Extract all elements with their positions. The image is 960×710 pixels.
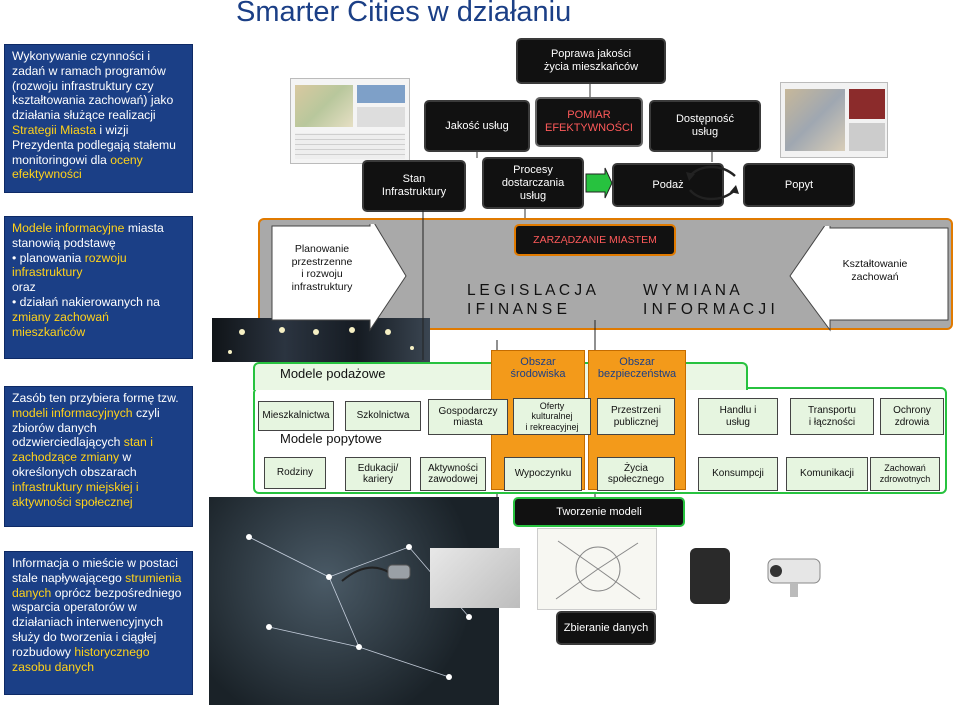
dashboard-screenshot-left: [290, 78, 410, 164]
model-wypoczynku: Wypoczynku: [504, 457, 582, 491]
highlight-text: stan i zachodzące zmiany: [12, 435, 153, 465]
model-edukacji: Edukacji/ kariery: [345, 457, 411, 491]
model-przestrzeni-publicznej: Przestrzeni publicznej: [597, 398, 675, 435]
highlight-text: Modele informacyjne: [12, 221, 125, 235]
highlight-text: historycznego zasobu danych: [12, 644, 150, 674]
highlight-text: zmiany zachowań mieszkańców: [12, 309, 109, 339]
light-bulb-icons: [228, 327, 414, 354]
info-box-zasob: Zasób ten przybiera formę tzw. modeli in…: [4, 386, 193, 527]
highlight-text: Strategii Miasta: [12, 122, 96, 137]
dashboard-screenshot-right: [780, 82, 888, 158]
jakosc-uslug-box: Jakość usług: [424, 100, 530, 152]
info-box-modele: Modele informacyjne miasta stanowią pods…: [4, 216, 193, 359]
legislacja-label: L E G I S L A C J A I F I N A N S E: [467, 282, 596, 318]
wymiana-informacji-label: W Y M I A N A I N F O R M A C J I: [643, 282, 775, 318]
planowanie-arrow: [271, 224, 407, 332]
model-rodziny: Rodziny: [264, 457, 326, 489]
ksztaltowanie-arrow: [789, 226, 949, 332]
devices-photo: [430, 548, 520, 608]
modele-podazowe-label: Modele podażowe: [280, 366, 386, 381]
tworzenie-modeli-box: Tworzenie modeli: [513, 497, 685, 527]
top-connectors: [476, 84, 739, 222]
zbieranie-danych-box: Zbieranie danych: [556, 611, 656, 645]
ksztaltowanie-label: Kształtowanie zachowań: [842, 258, 908, 283]
city-photo-strip: [212, 318, 430, 362]
model-komunikacji: Komunikacji: [786, 457, 868, 491]
model-mieszkalnictwa: Mieszkalnictwa: [258, 401, 334, 431]
popyt-box: Popyt: [743, 163, 855, 207]
cycle-arrows-icon: [689, 165, 736, 201]
poprawa-jakosci-box: Poprawa jakości życia mieszkańców: [516, 38, 666, 84]
body-text: oprócz bezpośredniego wsparcia operatoró…: [12, 585, 182, 659]
highlight-text: oceny efektywności: [12, 152, 143, 182]
network-diagram-image: [537, 528, 657, 610]
procesy-dostarczania-box: Procesy dostarczania usług: [482, 157, 584, 209]
model-ochrony-zdrowia: Ochrony zdrowia: [880, 398, 944, 435]
highlight-text: strumienia danych: [12, 570, 182, 600]
body-text: Wykonywanie czynności i zadań w ramach p…: [12, 49, 174, 123]
highlight-text: infrastruktury miejskiej i aktywności sp…: [12, 479, 139, 509]
zarzadzanie-miastem-box: ZARZĄDZANIE MIASTEM: [514, 224, 676, 256]
info-box-strumien: Informacja o mieście w postaci stale nap…: [4, 551, 193, 695]
pomiar-efektywnosci-box: POMIAR EFEKTYWNOŚCI: [535, 97, 643, 147]
planowanie-label: Planowanie przestrzenne i rozwoju infras…: [291, 243, 353, 293]
model-gospodarczy: Gospodarczy miasta: [428, 399, 508, 435]
body-text: i wizji Prezydenta podlegają stałemu mon…: [12, 122, 176, 167]
page-title: Smarter Cities w działaniu: [236, 0, 572, 28]
highlight-text: modeli informacyjnych: [12, 405, 133, 420]
modele-popytowe-label: Modele popytowe: [280, 431, 382, 446]
camera-photo: [760, 545, 828, 603]
model-aktywnosci-zawodowej: Aktywności zawodowej: [420, 457, 486, 491]
model-handlu: Handlu i usług: [698, 398, 778, 435]
dostepnosc-uslug-box: Dostępność usług: [649, 100, 761, 152]
body-text: w określonych obszarach: [12, 450, 137, 479]
body-text: miasta stanowią podstawę • planowania: [12, 221, 164, 265]
model-oferty-kulturalnej: Oferty kulturalnej i rekreacyjnej: [513, 398, 591, 435]
model-zachowan-zdrowotnych: Zachowań zdrowotnych: [870, 457, 940, 491]
body-text: czyli zbiorów danych odzwierciedlających: [12, 405, 160, 450]
model-konsumpcji: Konsumpcji: [698, 457, 778, 491]
body-text: oraz • działań nakierowanych na: [12, 280, 160, 309]
model-szkolnictwa: Szkolnictwa: [345, 401, 421, 431]
body-text: Zasób ten przybiera formę tzw.: [12, 391, 179, 405]
info-box-efektywnosc: Wykonywanie czynności i zadań w ramach p…: [4, 44, 193, 193]
model-transportu: Transportu i łączności: [790, 398, 874, 435]
highlight-text: rozwoju infrastruktury: [12, 250, 127, 280]
model-zycia-spolecznego: Życia społecznego: [597, 457, 675, 491]
stan-infrastruktury-box: Stan Infrastruktury: [362, 160, 466, 212]
sensor-device-photo: [338, 555, 418, 589]
handheld-device-photo: [690, 548, 730, 604]
body-text: Informacja o mieście w postaci stale nap…: [12, 556, 178, 585]
